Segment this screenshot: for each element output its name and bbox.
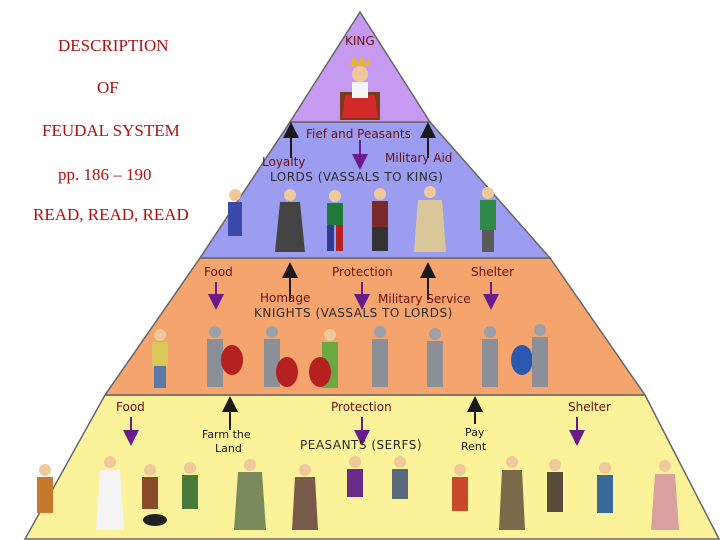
peasants-figures (37, 456, 679, 530)
side-pages: pp. 186 – 190 (58, 165, 152, 184)
peasants-protection-label: Protection (331, 400, 392, 414)
king-title: KING (345, 34, 375, 48)
side-read-instruction: READ, READ, READ (33, 205, 189, 224)
lords-military-aid-label: Military Aid (385, 151, 452, 165)
knights-military-service-label: Military Service (378, 292, 471, 306)
knights-shelter-label: Shelter (471, 265, 514, 279)
peasants-tier (23, 394, 720, 540)
knights-homage-label: Homage (260, 291, 310, 305)
peasants-food-label: Food (116, 400, 145, 414)
knights-title: KNIGHTS (VASSALS TO LORDS) (254, 306, 453, 320)
peasants-shelter-label: Shelter (568, 400, 611, 414)
lords-title: LORDS (VASSALS TO KING) (270, 170, 443, 184)
side-of: OF (97, 78, 119, 97)
king-figure (340, 56, 380, 120)
peasants-farm-label-1: Farm the (202, 428, 251, 441)
knights-food-label: Food (204, 265, 233, 279)
peasants-pay-label-1: Pay (465, 426, 485, 439)
peasants-pay-label-2: Rent (461, 440, 487, 453)
knights-protection-label: Protection (332, 265, 393, 279)
peasants-farm-label-2: Land (215, 442, 242, 455)
lords-fief-label: Fief and Peasants (306, 127, 411, 141)
lords-loyalty-label: Loyalty (262, 155, 305, 169)
peasants-title: PEASANTS (SERFS) (300, 438, 422, 452)
lords-figures (228, 186, 496, 252)
side-feudal-system: FEUDAL SYSTEM (42, 121, 180, 140)
side-description: DESCRIPTION (58, 36, 169, 55)
knights-figures (152, 324, 548, 388)
